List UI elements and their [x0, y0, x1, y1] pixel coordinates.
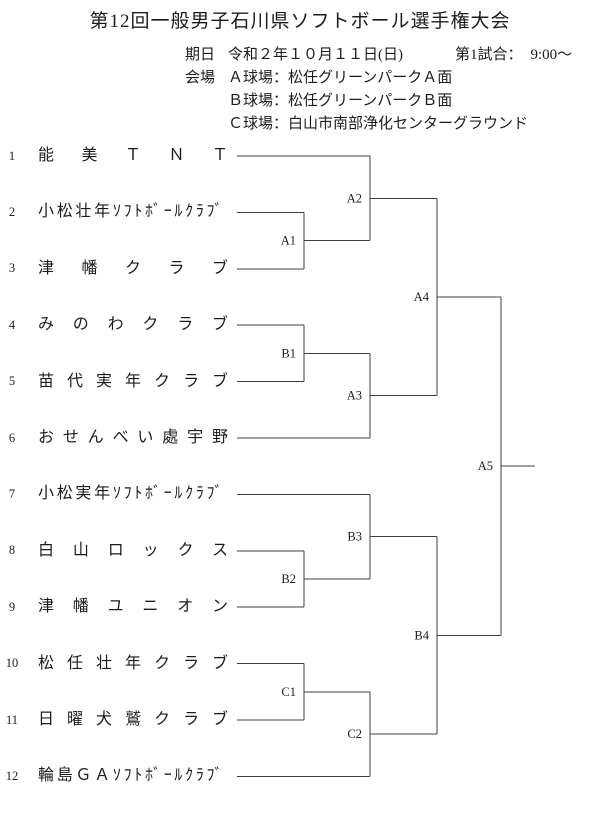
team-seed: 10 — [5, 656, 19, 671]
team-name: 苗代実年クラブ — [38, 372, 228, 390]
team-seed: 5 — [8, 374, 16, 389]
team-seed: 2 — [8, 204, 16, 219]
match-label: B3 — [347, 530, 362, 544]
team-row: 5 苗代実年クラブ — [0, 371, 228, 393]
team-row: 2 小松壮年ｿﾌﾄﾎﾞｰﾙｸﾗﾌﾞ — [0, 201, 228, 223]
team-row: 9 津幡ユニオン — [0, 596, 228, 618]
team-seed: 9 — [8, 599, 16, 614]
team-seed: 8 — [8, 543, 16, 558]
match-label: B2 — [281, 572, 296, 586]
team-seed: 11 — [5, 712, 19, 727]
match-label: A3 — [347, 389, 362, 403]
team-seed: 12 — [5, 768, 19, 783]
venue-b: Ｂ球場：松任グリーンパークＢ面 — [228, 93, 453, 109]
team-name: 松任壮年クラブ — [38, 654, 228, 672]
match-label: B1 — [281, 346, 296, 360]
match-label: A5 — [478, 459, 493, 473]
match-label: A4 — [414, 290, 430, 304]
first-game-time: 9:00～ — [530, 47, 573, 63]
team-seed: 1 — [8, 148, 16, 163]
team-row: 1 能美ＴＮＴ — [0, 145, 228, 167]
team-row: 6 おせんべい處宇野 — [0, 427, 228, 449]
page-title: 第12回一般男子石川県ソフトボール選手権大会 — [89, 11, 511, 32]
team-row: 12 輪島ＧＡｿﾌﾄﾎﾞｰﾙｸﾗﾌﾞ — [0, 765, 228, 787]
team-seed: 7 — [8, 486, 16, 501]
date-value: 令和２年１０月１１日(日) — [228, 47, 403, 63]
match-label: C2 — [347, 727, 362, 741]
team-row: 11 日曜犬鷲クラブ — [0, 709, 228, 731]
team-name: 能美ＴＮＴ — [38, 147, 228, 164]
team-row: 8 白山ロックス — [0, 540, 228, 562]
first-game: 第1試合： 9:00～ — [455, 43, 572, 64]
team-seed: 3 — [8, 261, 16, 276]
match-label: C1 — [281, 685, 296, 699]
team-name: 輪島ＧＡｿﾌﾄﾎﾞｰﾙｸﾗﾌﾞ — [38, 767, 226, 785]
team-row: 4 みのわクラブ — [0, 314, 228, 336]
team-row: 3 津幡クラブ — [0, 258, 228, 280]
team-row: 10 松任壮年クラブ — [0, 653, 228, 675]
team-name: 小松壮年ｿﾌﾄﾎﾞｰﾙｸﾗﾌﾞ — [38, 203, 226, 221]
team-name: みのわクラブ — [38, 316, 228, 334]
venue-label: 会場 — [185, 70, 216, 86]
team-name: おせんべい處宇野 — [38, 429, 228, 446]
team-row: 7 小松実年ｿﾌﾄﾎﾞｰﾙｸﾗﾌﾞ — [0, 483, 228, 505]
match-label: B4 — [414, 628, 429, 642]
team-name: 白山ロックス — [38, 541, 228, 559]
team-name: 津幡ユニオン — [38, 598, 228, 616]
match-label: A1 — [281, 234, 296, 248]
team-name: 日曜犬鷲クラブ — [38, 711, 228, 728]
team-seed: 4 — [8, 317, 16, 332]
venue-a: Ａ球場：松任グリーンパークＡ面 — [228, 70, 453, 86]
first-game-label: 第1試合： — [455, 47, 523, 63]
date-label: 期日 — [185, 47, 216, 63]
venue-c: Ｃ球場：白山市南部浄化センターグラウンド — [228, 116, 529, 132]
team-seed: 6 — [8, 430, 16, 445]
match-label: A2 — [347, 191, 362, 205]
team-name: 津幡クラブ — [38, 259, 228, 277]
team-name: 小松実年ｿﾌﾄﾎﾞｰﾙｸﾗﾌﾞ — [38, 485, 226, 503]
